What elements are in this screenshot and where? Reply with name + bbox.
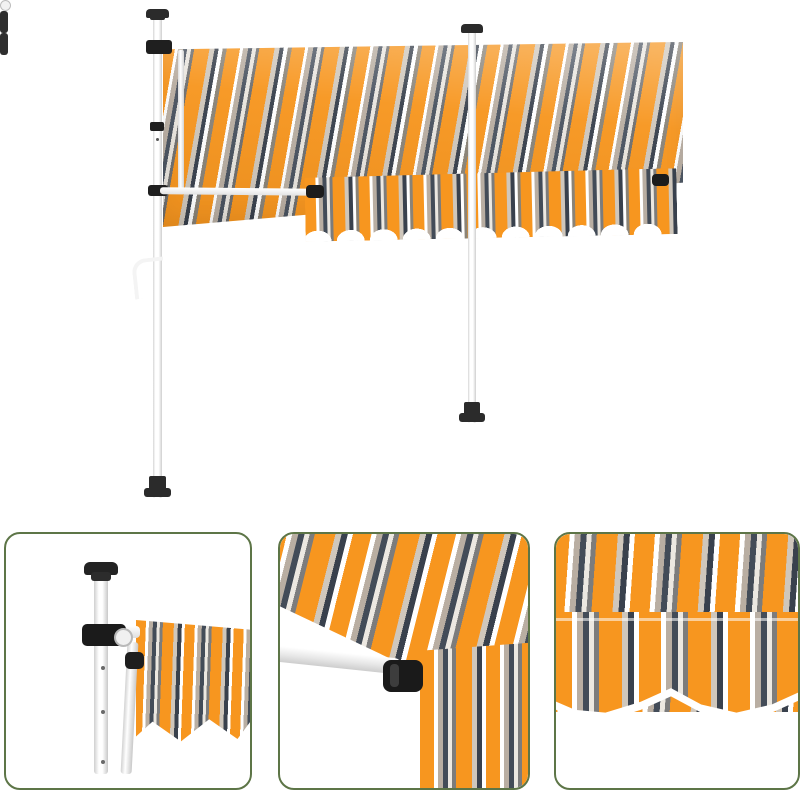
detail-panel-bracket-content: [6, 534, 250, 788]
detail-panel-hem-content: [556, 534, 798, 788]
panel3-seam-line: [556, 618, 798, 621]
panel1-main-pole: [94, 578, 108, 774]
detail-panel-bracket: Pole clamp and mounting bracket detail: [4, 532, 252, 790]
front-bar-right-end-cap-icon: [652, 174, 669, 186]
detail-panel-elbow: Arm elbow joint and end cap detail: [278, 532, 530, 790]
panel1-top-cap-icon: [84, 562, 118, 575]
panel2-valance-fabric: [420, 642, 528, 788]
panel3-scalloped-hem: [556, 612, 798, 719]
left-pole-collar: [150, 14, 165, 20]
right-pole-base-plate: [459, 413, 485, 422]
top-mounting-bracket: [146, 40, 172, 54]
mid-pole-clamp: [150, 122, 164, 131]
panel1-pin-hole-3-icon: [101, 760, 105, 764]
right-pole-top-cap-icon: [461, 24, 483, 33]
panel1-pin-hole-2-icon: [101, 710, 105, 714]
left-pole-base-plate: [144, 488, 171, 497]
bracket-adjust-knob-icon: [0, 0, 11, 11]
left-pole-top-cap-icon: [146, 9, 169, 18]
panel1-fabric-swatch: [136, 620, 250, 742]
panel1-pin-hole-1-icon: [101, 666, 105, 670]
crank-handle-grip: [0, 33, 8, 55]
detail-panel-elbow-content: [280, 534, 528, 788]
left-drop-rod: [178, 50, 184, 190]
detail-panel-bracket-caption: Pole clamp and mounting bracket detail: [6, 534, 7, 535]
panel2-elbow-knob-icon: [383, 660, 423, 692]
detail-panel-hem: Scalloped valance hem detail: [554, 532, 800, 790]
arm-elbow-knob-icon: [306, 185, 324, 198]
awning-canopy-group: [163, 42, 683, 520]
panel1-top-collar: [91, 572, 111, 581]
arm-pivot-clamp: [148, 185, 168, 196]
right-telescopic-pole: [468, 30, 476, 423]
left-telescopic-pole: [153, 16, 162, 498]
crank-handle: [130, 256, 168, 300]
panel2-elbow-knob-highlight: [390, 664, 399, 687]
pole-pin-hole-icon: [156, 138, 159, 141]
awning-valance: [304, 168, 677, 242]
panel1-adjust-knob-icon: [114, 628, 133, 647]
main-product-photo: Retractable awning full view: [0, 0, 683, 520]
panel1-lower-knob-icon: [125, 652, 144, 669]
pole-grip-upper: [0, 11, 8, 33]
